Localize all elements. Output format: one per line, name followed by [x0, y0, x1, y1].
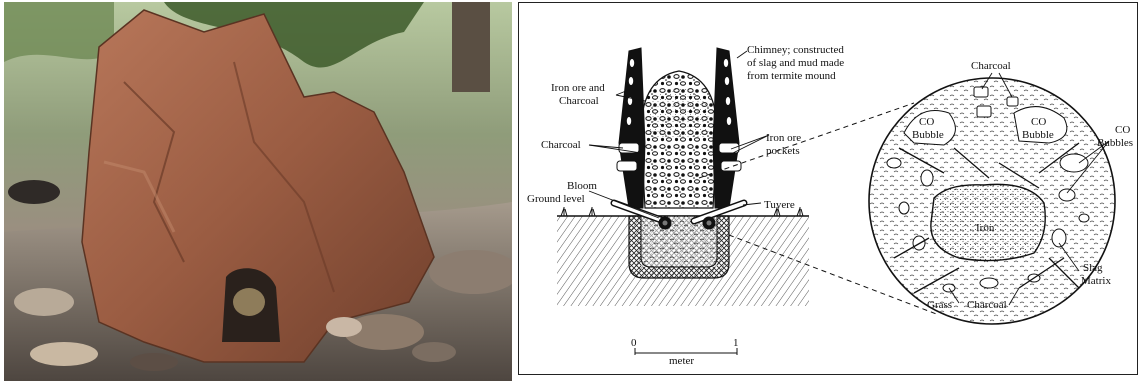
label-bloom: Bloom	[567, 180, 597, 192]
inset-label-slag-2: Matrix	[1081, 275, 1111, 287]
inset-label-co-bubbles-2: Bubbles	[1097, 137, 1133, 149]
furnace-photo	[4, 2, 512, 381]
label-iron-ore-pockets-2: pockets	[766, 145, 800, 157]
inset-label-co-bubble-left-1: CO	[919, 116, 934, 128]
label-tuyere: Tuyere	[764, 199, 795, 211]
furnace-diagram-drawing: Chimney; constructed of slag and mud mad…	[519, 3, 1138, 375]
inset-label-co-bubbles-1: CO	[1115, 124, 1130, 136]
label-chimney-2: of slag and mud made	[747, 57, 844, 69]
label-iron-ore-pockets-1: Iron ore	[766, 132, 801, 144]
inset-label-iron: Iron	[976, 222, 995, 234]
chimney-left-wall	[619, 48, 645, 208]
label-chimney-3: from termite mound	[747, 70, 836, 82]
inset-circle	[869, 78, 1119, 328]
scale-unit: meter	[669, 355, 694, 367]
inset-label-charcoal-top: Charcoal	[971, 60, 1011, 72]
label-charcoal-left: Charcoal	[541, 139, 581, 151]
furnace-diagram: Chimney; constructed of slag and mud mad…	[518, 2, 1138, 375]
inset-label-co-bubble-mid-1: CO	[1031, 116, 1046, 128]
inset-label-charcoal-bottom: Charcoal	[967, 299, 1007, 311]
scale-bar: 0 1 meter	[631, 337, 739, 367]
inset-label-co-bubble-mid-2: Bubble	[1022, 129, 1054, 141]
label-iron-ore-charcoal-2: Charcoal	[559, 95, 599, 107]
label-chimney-1: Chimney; constructed	[747, 44, 844, 56]
scale-one: 1	[733, 337, 739, 349]
inset-label-grass: Grass	[927, 299, 952, 311]
inset-label-co-bubble-left-2: Bubble	[912, 129, 944, 141]
label-ground-level: Ground level	[527, 193, 585, 205]
chimney-right-wall	[713, 48, 739, 208]
scale-zero: 0	[631, 337, 637, 349]
inset-label-slag-1: Slag	[1083, 262, 1103, 274]
furnace-photo-drawing	[4, 2, 512, 381]
label-iron-ore-charcoal-1: Iron ore and	[551, 82, 605, 94]
